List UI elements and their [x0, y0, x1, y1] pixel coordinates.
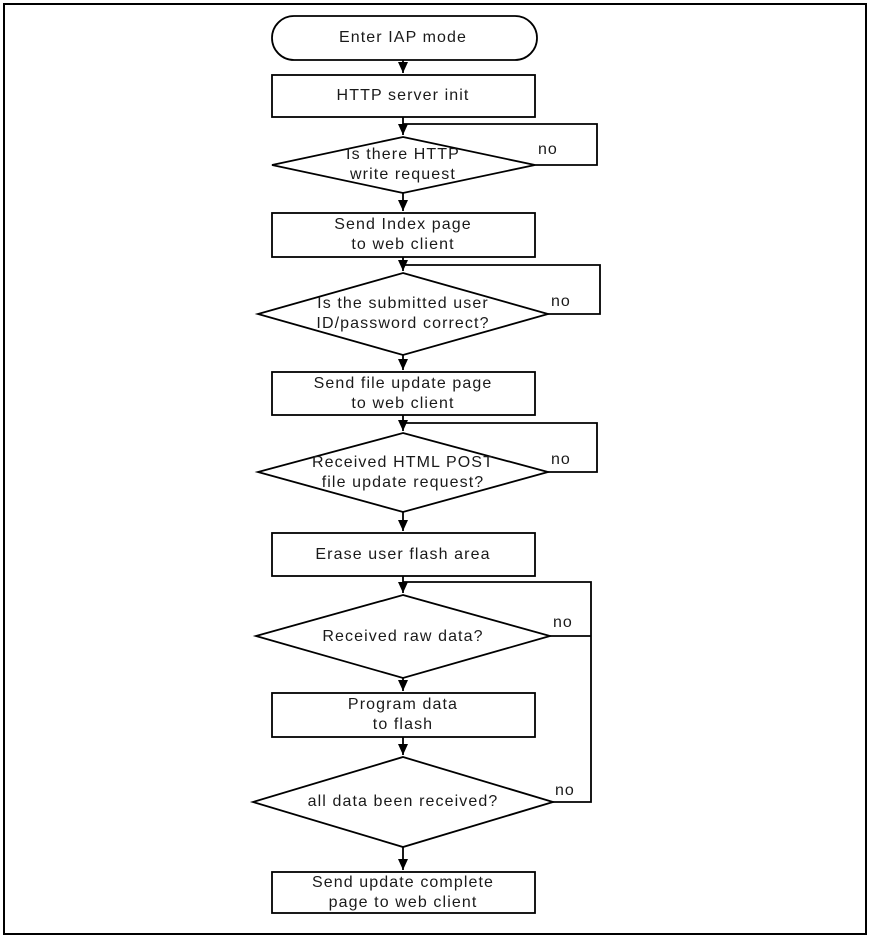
decision-credentials-shape: [254, 272, 552, 356]
loop-no-credentials: [403, 264, 601, 315]
process-erase-user-flash-shape: [271, 532, 536, 577]
decision-http-write-request-shape: [271, 136, 536, 194]
decision-all-data-received-shape: [249, 756, 557, 848]
loop-no-all-data: [403, 581, 592, 803]
loop-no-http-write-request: [403, 123, 598, 166]
loop-no-html-post: [403, 422, 598, 473]
process-send-index-page-shape: [271, 212, 536, 258]
process-http-server-init-shape: [271, 74, 536, 118]
decision-raw-data-shape: [252, 594, 554, 679]
process-send-update-complete-shape: [271, 871, 536, 914]
process-send-file-update-page-shape: [271, 371, 536, 416]
process-program-data-shape: [271, 692, 536, 738]
decision-html-post-shape: [254, 432, 552, 513]
terminator-start-shape: [271, 15, 538, 61]
